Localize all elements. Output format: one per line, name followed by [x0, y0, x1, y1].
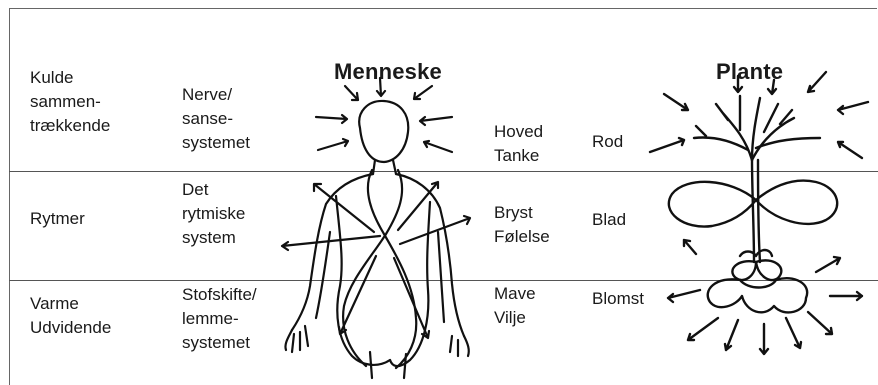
plant-icon: [650, 72, 868, 354]
human-figure-icon: [282, 78, 470, 378]
